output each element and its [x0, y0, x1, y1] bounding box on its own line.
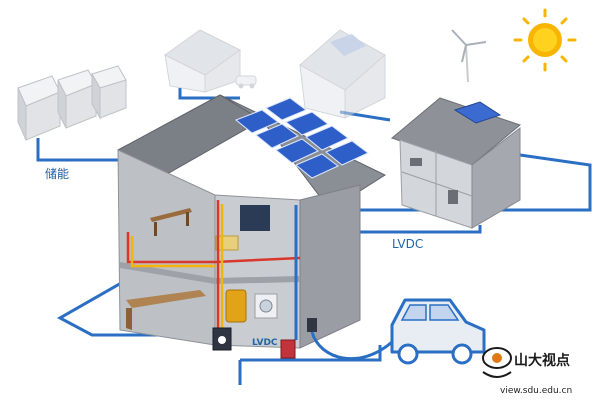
storage-label: 储能 — [45, 166, 69, 181]
wall-screen — [240, 205, 270, 231]
charging-cable — [310, 331, 393, 361]
solar-panel — [255, 123, 299, 149]
battery-storage-icon — [17, 65, 127, 141]
logo-url: view.sdu.edu.cn — [500, 386, 572, 396]
upstairs-furniture — [150, 205, 270, 251]
logo: 山大视点 view.sdu.edu.cn — [482, 347, 572, 396]
eye-logo-icon — [482, 347, 512, 378]
solar-panel — [265, 97, 307, 121]
wind-turbine-icon — [451, 29, 487, 83]
solar-panel — [235, 109, 279, 134]
wall-socket — [307, 318, 317, 332]
solar-panel — [325, 140, 369, 166]
faded-house-left — [164, 29, 257, 93]
solar-panel — [285, 111, 329, 136]
floor-slab — [120, 262, 300, 284]
sun-icon — [513, 8, 577, 72]
main-house: LVDC — [117, 94, 387, 359]
main-wall-side — [299, 184, 361, 349]
storage-battery-modules: 储能 — [17, 65, 127, 181]
logo-name: 山大视点 — [514, 352, 570, 369]
house-right — [390, 97, 522, 229]
battery-storage-cylinder — [225, 289, 247, 323]
charger-box — [280, 339, 296, 359]
electric-car-icon — [390, 298, 486, 365]
solar-panel — [275, 138, 319, 164]
faded-house-middle — [299, 29, 386, 119]
kitchen-counter — [126, 289, 278, 330]
solar-panels — [235, 97, 369, 179]
house-wiring — [126, 200, 301, 344]
solar-panel — [305, 125, 349, 151]
solar-panel — [295, 153, 339, 179]
line-storage-to-house — [36, 138, 130, 162]
lvdc-main-label: LVDC — [392, 237, 423, 251]
faded-car-icon — [235, 75, 257, 89]
lvdc-small-label: LVDC — [252, 338, 278, 348]
